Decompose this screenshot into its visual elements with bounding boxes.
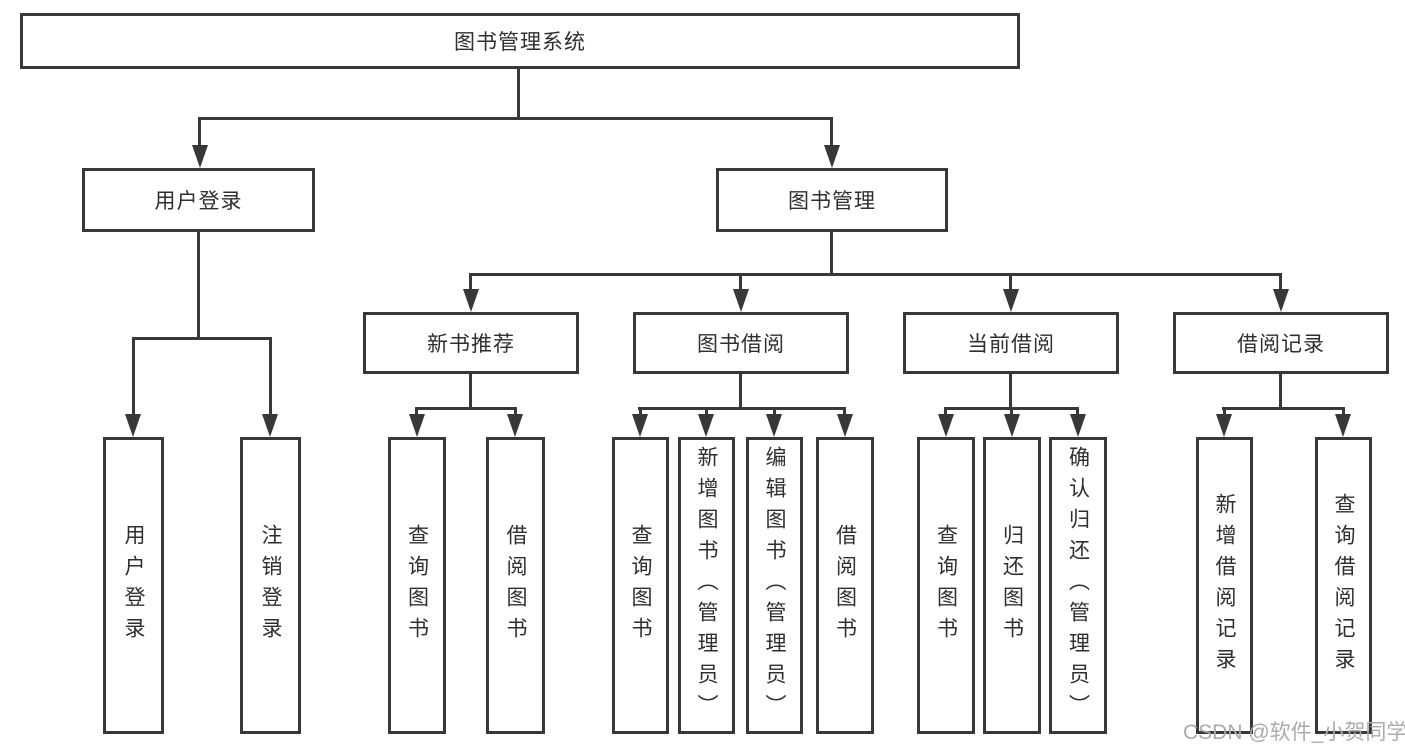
arrow-down	[766, 414, 782, 437]
leaf-add-book-admin: 新增图书（管理员）	[678, 437, 735, 734]
node-current-borrowing: 当前借阅	[903, 312, 1119, 374]
leaf-borrow-books-recommend: 借阅图书	[486, 437, 545, 734]
connector-leaf-drop	[269, 337, 272, 417]
arrow-down	[938, 414, 954, 437]
arrow-down	[1216, 414, 1232, 437]
node-book-borrowing: 图书借阅	[633, 312, 849, 374]
arrow-down	[1003, 289, 1019, 312]
connector-group-bar	[638, 407, 846, 410]
leaf-add-borrow-record: 新增借阅记录	[1196, 437, 1253, 734]
connector-leaf-drop	[1342, 407, 1345, 417]
arrow-down	[463, 289, 479, 312]
node-new-book-recommend: 新书推荐	[363, 312, 579, 374]
leaf-query-books-recommend: 查询图书	[388, 437, 446, 734]
arrow-down	[1335, 414, 1351, 437]
arrow-down	[632, 414, 648, 437]
node-root: 图书管理系统	[20, 13, 1020, 69]
arrow-down	[409, 414, 425, 437]
connector-l3-drop	[739, 273, 742, 291]
arrow-down	[837, 414, 853, 437]
connector-leaf-drop	[773, 407, 776, 417]
leaf-confirm-return-admin: 确认归还（管理员）	[1049, 437, 1107, 734]
connector-leaf-drop	[843, 407, 846, 417]
arrow-down	[1004, 414, 1020, 437]
arrow-down	[733, 289, 749, 312]
connector-mgmt-bar	[470, 273, 1282, 276]
connector-mgmt-stem	[830, 232, 833, 273]
node-book-management: 图书管理	[716, 168, 948, 232]
connector-login-stem	[197, 232, 200, 337]
connector-leaf-drop	[1010, 407, 1013, 417]
connector-group-stem	[739, 374, 742, 407]
connector-l3-drop	[469, 273, 472, 291]
arrow-down	[824, 145, 840, 168]
leaf-user-login: 用户登录	[103, 437, 164, 734]
connector-login-bar	[132, 337, 272, 340]
connector-group-stem	[469, 374, 472, 407]
leaf-return-book: 归还图书	[983, 437, 1041, 734]
csdn-watermark: CSDN @软件_小贺同学	[1183, 721, 1405, 744]
node-user-login: 用户登录	[82, 168, 315, 232]
connector-mgmt-drop	[830, 117, 833, 148]
leaf-edit-book-admin: 编辑图书（管理员）	[746, 437, 803, 734]
connector-leaf-drop	[944, 407, 947, 417]
arrow-down	[698, 414, 714, 437]
connector-group-stem	[1279, 374, 1282, 407]
connector-leaf-drop	[1076, 407, 1079, 417]
arrow-down	[262, 414, 278, 437]
connector-leaf-drop	[514, 407, 517, 417]
leaf-logout: 注销登录	[240, 437, 301, 734]
leaf-borrow-books: 借阅图书	[816, 437, 874, 734]
connector-leaf-drop	[1223, 407, 1226, 417]
leaf-query-borrow-record: 查询借阅记录	[1315, 437, 1372, 734]
connector-login-drop	[198, 117, 201, 148]
arrow-down	[125, 414, 141, 437]
connector-leaf-drop	[639, 407, 642, 417]
connector-leaf-drop	[705, 407, 708, 417]
connector-group-stem	[1009, 374, 1012, 407]
arrow-down	[1273, 289, 1289, 312]
arrow-down	[192, 145, 208, 168]
connector-leaf-drop	[415, 407, 418, 417]
leaf-query-books-borrow: 查询图书	[612, 437, 669, 734]
connector-l3-drop	[1279, 273, 1282, 291]
arrow-down	[1070, 414, 1086, 437]
connector-root-stem	[517, 69, 520, 117]
connector-leaf-drop	[132, 337, 135, 417]
leaf-query-books-current: 查询图书	[917, 437, 975, 734]
connector-group-bar	[415, 407, 516, 410]
node-borrowing-records: 借阅记录	[1173, 312, 1389, 374]
connector-group-bar	[1222, 407, 1345, 410]
arrow-down	[507, 414, 523, 437]
connector-root-bar	[198, 117, 832, 120]
connector-l3-drop	[1009, 273, 1012, 291]
